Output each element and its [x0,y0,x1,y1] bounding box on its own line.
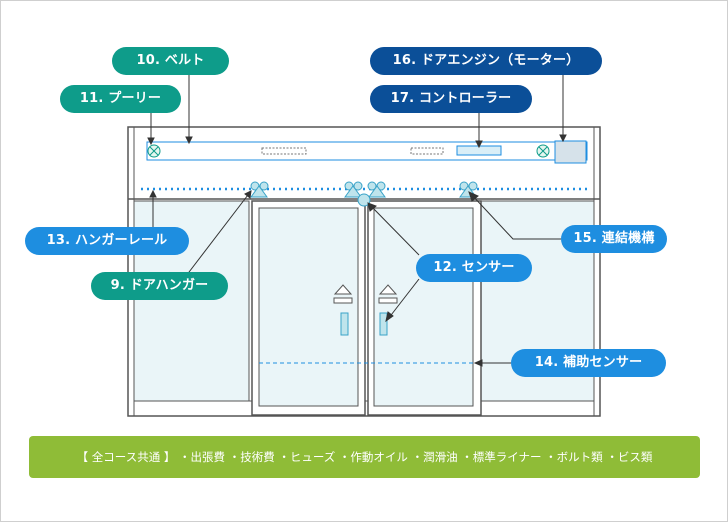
leader-coupling [470,193,561,240]
leader-sensor-top [368,203,420,256]
arrow-sensor-top [367,202,377,212]
arrow-door-hanger [244,190,252,199]
door-leaf-right-glass [373,207,474,407]
belt-housing [146,141,588,161]
belt-clamp-left [261,147,307,155]
arrow-hanger-rail [149,189,157,198]
door-leaf-left-glass [258,207,359,407]
arrow-pulley [147,137,155,146]
label-door-hanger: 9. ドアハンガー [91,272,228,300]
label-sensor: 12. センサー [416,254,532,282]
door-handle-right [378,284,398,336]
common-items-banner: 【 全コース共通 】 ・出張費 ・技術費 ・ヒューズ ・作動オイル ・潤滑油 ・… [29,436,700,478]
arrow-coupling [468,191,479,202]
arrow-sensor-bottom [385,311,394,323]
label-belt: 10. ベルト [112,47,229,75]
label-hanger-rail: 13. ハンガーレール [25,227,189,255]
door-hanger-left [250,181,269,198]
arrow-controller [475,140,483,149]
belt-clamp-right [410,147,444,155]
label-controller: 17. コントローラー [370,85,532,113]
label-aux-sensor: 14. 補助センサー [511,349,666,377]
door-engine-motor [554,140,587,164]
arrow-aux-sensor [473,359,483,367]
leader-door-hanger [185,190,252,277]
leader-sensor-bottom [387,278,420,320]
arrow-engine [559,134,567,143]
door-hanger-right [459,181,478,198]
door-hanger-center [344,181,386,207]
door-handle-left [333,284,353,336]
label-coupling: 15. 連結機構 [561,225,667,253]
label-pulley: 11. プーリー [60,85,181,113]
pulley-right [536,144,550,158]
pulley-left [147,144,161,158]
arrow-belt [185,136,193,145]
label-door-engine: 16. ドアエンジン（モーター） [370,47,602,75]
